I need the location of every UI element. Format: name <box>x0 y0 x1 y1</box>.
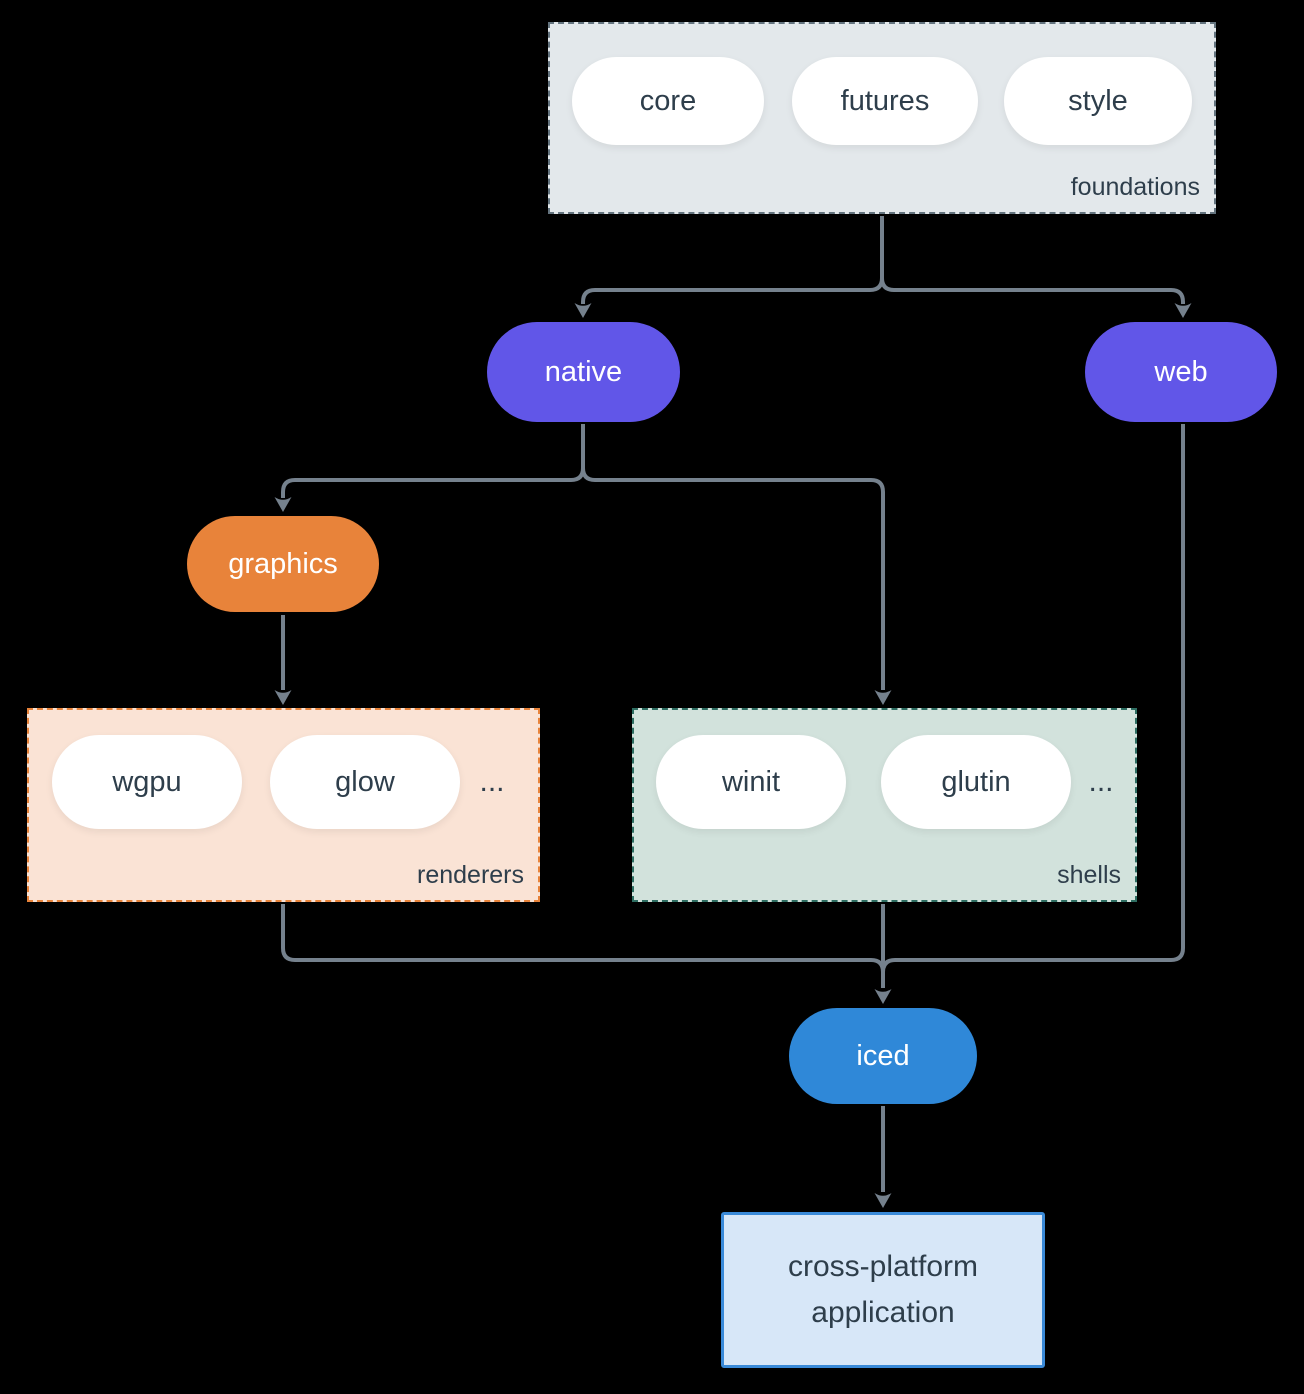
arrowhead-icon <box>874 1193 892 1208</box>
node-iced: iced <box>789 1008 977 1104</box>
edge-native-graphics <box>281 424 585 498</box>
arrowhead-icon <box>874 690 892 705</box>
shells-ellipsis: ... <box>1088 765 1114 798</box>
node-winit: winit <box>656 735 846 829</box>
node-glutin: glutin <box>881 735 1071 829</box>
arrowhead-icon <box>574 303 592 318</box>
edge-web-iced <box>881 424 1185 988</box>
edge-renderers-iced <box>281 904 885 988</box>
edge-native-shells <box>581 424 885 690</box>
node-graphics: graphics <box>187 516 379 612</box>
group-foundations: core futures style foundations <box>548 22 1216 214</box>
edge-foundations-web <box>880 216 1185 304</box>
node-native: native <box>487 322 680 422</box>
node-style: style <box>1004 57 1192 145</box>
node-cross-platform-application: cross-platform application <box>721 1212 1045 1368</box>
group-label-shells: shells <box>1057 861 1121 889</box>
group-label-foundations: foundations <box>1070 173 1200 201</box>
arrowhead-icon <box>274 497 292 512</box>
edge-foundations-native <box>581 216 884 304</box>
group-shells: winit glutin ... shells <box>632 708 1137 902</box>
node-core: core <box>572 57 764 145</box>
group-renderers: wgpu glow ... renderers <box>27 708 540 902</box>
node-futures: futures <box>792 57 978 145</box>
renderers-ellipsis: ... <box>479 765 505 798</box>
group-label-renderers: renderers <box>417 861 524 889</box>
node-web: web <box>1085 322 1277 422</box>
arrowhead-icon <box>874 989 892 1004</box>
arrowhead-icon <box>274 690 292 705</box>
arrowhead-icon <box>1174 303 1192 318</box>
node-wgpu: wgpu <box>52 735 242 829</box>
node-glow: glow <box>270 735 460 829</box>
